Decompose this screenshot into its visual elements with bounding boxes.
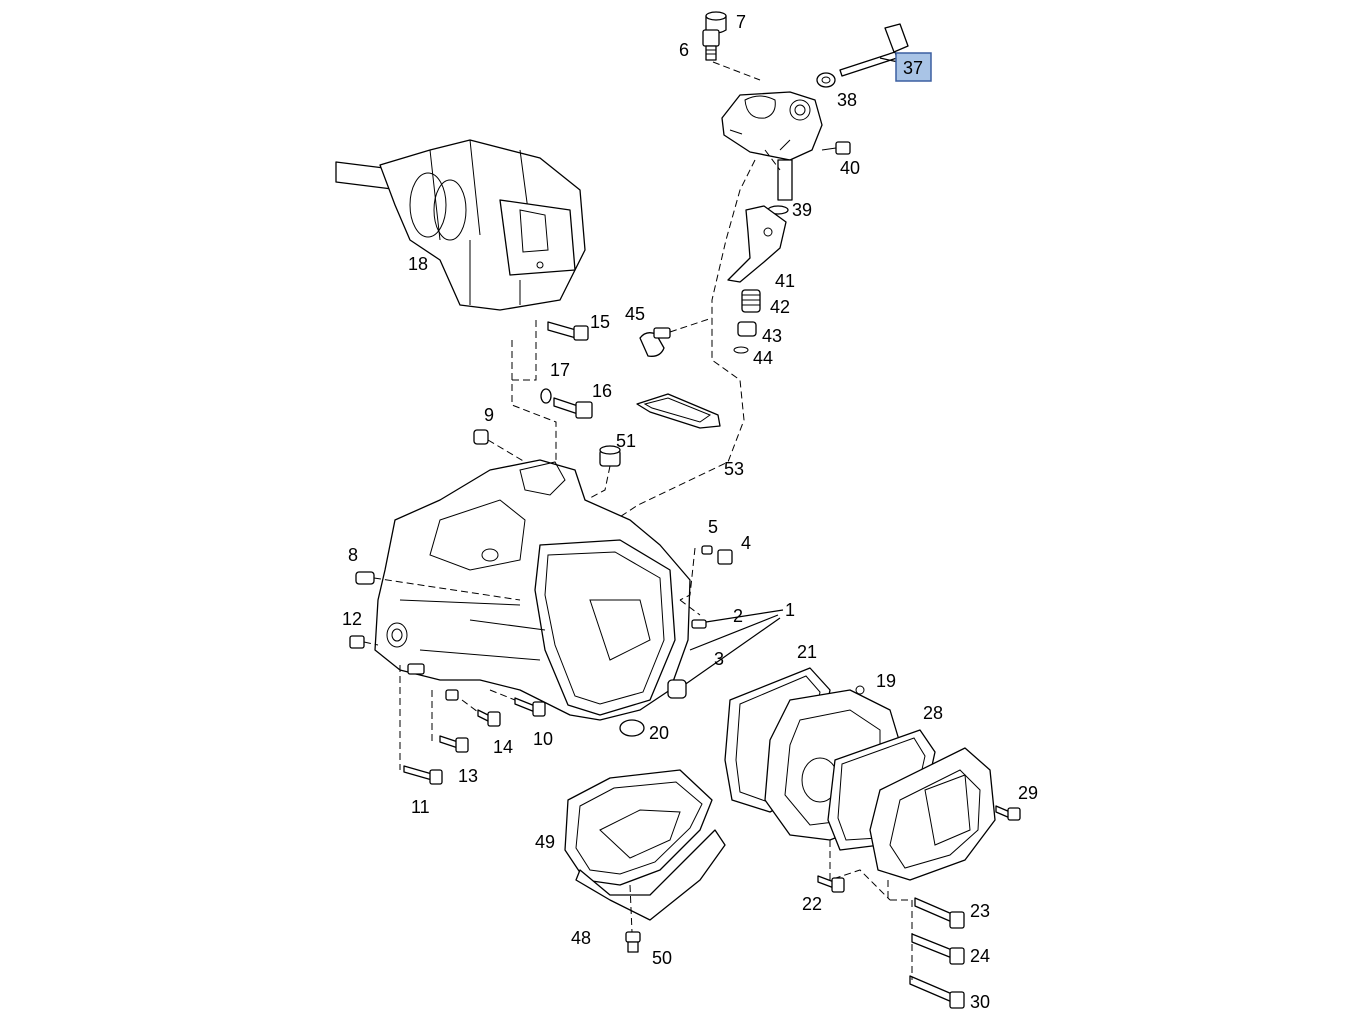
end-cover bbox=[869, 747, 996, 881]
callout-4[interactable]: 4 bbox=[741, 533, 751, 553]
part-16-bolt bbox=[553, 397, 593, 419]
part-18-gear-cluster bbox=[335, 139, 586, 311]
callout-8[interactable]: 8 bbox=[348, 545, 358, 565]
part-43-bush bbox=[737, 321, 757, 337]
callout-43[interactable]: 43 bbox=[762, 326, 782, 346]
callout-50[interactable]: 50 bbox=[652, 948, 672, 968]
callout-1[interactable]: 1 bbox=[785, 600, 795, 620]
callout-29[interactable]: 29 bbox=[1018, 783, 1038, 803]
callout-22[interactable]: 22 bbox=[802, 894, 822, 914]
part-7-cap bbox=[705, 11, 727, 34]
part-10-bolt bbox=[514, 697, 546, 717]
callout-16[interactable]: 16 bbox=[592, 381, 612, 401]
callout-2[interactable]: 2 bbox=[733, 606, 743, 626]
part-42-spring bbox=[741, 289, 761, 313]
callout-20[interactable]: 20 bbox=[649, 723, 669, 743]
callout-13[interactable]: 13 bbox=[458, 766, 478, 786]
callout-23[interactable]: 23 bbox=[970, 901, 990, 921]
part-15-bolt bbox=[547, 321, 589, 341]
part-22-bolt bbox=[817, 875, 845, 893]
part-51-magnet bbox=[599, 445, 621, 467]
callout-40[interactable]: 40 bbox=[840, 158, 860, 178]
callout-45[interactable]: 45 bbox=[625, 304, 645, 324]
callout-19[interactable]: 19 bbox=[876, 671, 896, 691]
part-41-finger bbox=[727, 205, 787, 283]
part-8-plug bbox=[355, 571, 375, 585]
part-13-bolt bbox=[439, 735, 469, 753]
part-12-nut bbox=[349, 635, 365, 649]
callout-44[interactable]: 44 bbox=[753, 348, 773, 368]
part-20-plug bbox=[619, 719, 645, 737]
part-48-gasket bbox=[575, 829, 726, 921]
part-17-washer bbox=[540, 388, 552, 404]
part-11-bolt bbox=[403, 765, 443, 785]
part-45-switch bbox=[639, 317, 713, 357]
callout-30[interactable]: 30 bbox=[970, 992, 990, 1012]
callout-37-highlight bbox=[895, 52, 932, 82]
part-39-shaft bbox=[767, 159, 793, 215]
part-24-bolt bbox=[911, 933, 965, 965]
callout-12[interactable]: 12 bbox=[342, 609, 362, 629]
callout-51[interactable]: 51 bbox=[616, 431, 636, 451]
callout-28[interactable]: 28 bbox=[923, 703, 943, 723]
callout-38[interactable]: 38 bbox=[837, 90, 857, 110]
callout-21[interactable]: 21 bbox=[797, 642, 817, 662]
part-30-bolt bbox=[909, 975, 965, 1009]
part-14-bolt bbox=[477, 709, 501, 727]
part-6-sensor bbox=[702, 29, 720, 61]
part-2-pin bbox=[691, 619, 707, 629]
part-40-bolt bbox=[821, 141, 851, 155]
part-49-oil-pan bbox=[564, 769, 713, 886]
callout-48[interactable]: 48 bbox=[571, 928, 591, 948]
callout-3[interactable]: 3 bbox=[714, 649, 724, 669]
part-44-clip bbox=[733, 346, 749, 354]
callout-10[interactable]: 10 bbox=[533, 729, 553, 749]
part-4-plug bbox=[717, 549, 733, 565]
selector-housing bbox=[721, 91, 823, 161]
callout-14[interactable]: 14 bbox=[493, 737, 513, 757]
part-38-seal bbox=[816, 72, 836, 88]
callout-18[interactable]: 18 bbox=[408, 254, 428, 274]
callout-11[interactable]: 11 bbox=[411, 797, 430, 817]
callout-24[interactable]: 24 bbox=[970, 946, 990, 966]
callout-6[interactable]: 6 bbox=[679, 40, 689, 60]
main-housing bbox=[374, 459, 691, 721]
part-9-dowel bbox=[473, 429, 489, 445]
callout-39[interactable]: 39 bbox=[792, 200, 812, 220]
callout-37[interactable]: 37 bbox=[903, 58, 923, 78]
part-53-gasket bbox=[636, 393, 721, 429]
part-3-bush bbox=[667, 679, 687, 699]
part-5-pin bbox=[701, 545, 713, 555]
callout-41[interactable]: 41 bbox=[775, 271, 795, 291]
callout-7[interactable]: 7 bbox=[736, 12, 746, 32]
part-23-bolt bbox=[914, 897, 965, 929]
callout-9[interactable]: 9 bbox=[484, 405, 494, 425]
callout-42[interactable]: 42 bbox=[770, 297, 790, 317]
part-29-bolt bbox=[995, 805, 1021, 821]
callout-15[interactable]: 15 bbox=[590, 312, 610, 332]
callout-53[interactable]: 53 bbox=[724, 459, 744, 479]
callout-5[interactable]: 5 bbox=[708, 517, 718, 537]
callouts: 37 7 6 38 40 39 41 42 43 44 45 18 15 17 … bbox=[342, 12, 1038, 1012]
part-50-bolt bbox=[625, 931, 641, 953]
callout-17[interactable]: 17 bbox=[550, 360, 570, 380]
callout-49[interactable]: 49 bbox=[535, 832, 555, 852]
